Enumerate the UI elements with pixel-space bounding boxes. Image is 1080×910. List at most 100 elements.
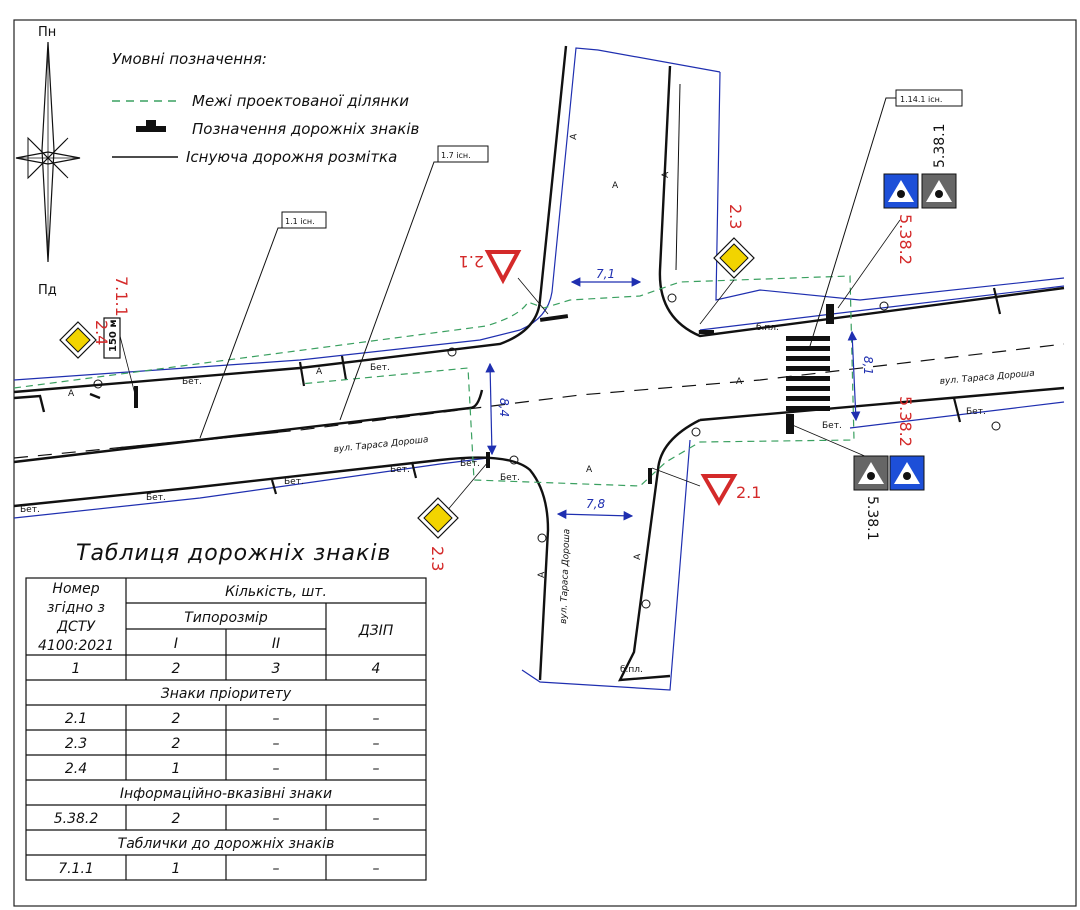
svg-text:1: 1 bbox=[172, 861, 181, 877]
sign-5-38-2-se-icon bbox=[853, 455, 925, 491]
north-arrow: Пн Пд bbox=[15, 25, 81, 298]
surface-labels: Бет. Бет. Бет. Бет. Бет. Бет. Бет. Бет. … bbox=[20, 132, 986, 675]
svg-text:–: – bbox=[373, 736, 380, 752]
road-edges bbox=[13, 45, 1065, 682]
callout-1-7: 1.7 існ. bbox=[339, 145, 489, 421]
svg-text:–: – bbox=[373, 711, 380, 727]
street-name-east: вул. Тараса Дороша bbox=[939, 369, 1035, 387]
plate-distance-text: 150 м bbox=[108, 319, 119, 352]
table-row: 2.3 2 – – bbox=[65, 736, 380, 752]
sign-2-3-icon bbox=[713, 237, 755, 279]
svg-text:А: А bbox=[661, 171, 671, 178]
header-quantity: Кількість, шт. bbox=[225, 584, 327, 600]
svg-text:1.1 існ.: 1.1 існ. bbox=[285, 217, 315, 226]
header-number-1: Номер bbox=[52, 581, 99, 597]
legend-boundary-label: Межі проектованої ділянки bbox=[192, 92, 409, 110]
svg-text:А: А bbox=[68, 389, 75, 399]
sign-label-7-1-1: 7.1.1 bbox=[112, 276, 131, 317]
sign-label-5-38-2-se: 5.38.2 bbox=[896, 396, 915, 447]
svg-text:–: – bbox=[273, 811, 280, 827]
svg-text:А: А bbox=[586, 465, 593, 475]
sign-2-1-se-icon bbox=[700, 474, 738, 507]
header-size: Типорозмір bbox=[184, 610, 268, 626]
header-dzip: ДЗІП bbox=[358, 623, 394, 639]
table-row: 7.1.1 1 – – bbox=[58, 861, 379, 877]
compass-south-label: Пд bbox=[38, 283, 57, 298]
svg-text:1.14.1 існ.: 1.14.1 існ. bbox=[900, 95, 942, 104]
svg-text:2: 2 bbox=[172, 811, 181, 827]
callout-1-14-1: 1.14.1 існ. bbox=[809, 89, 963, 347]
sign-posts bbox=[134, 304, 834, 484]
svg-text:2.3: 2.3 bbox=[65, 736, 87, 752]
svg-text:Бет.: Бет. bbox=[284, 477, 304, 487]
pole-markers bbox=[93, 293, 1001, 609]
svg-text:А: А bbox=[612, 181, 619, 191]
dimension-south: 7,8 bbox=[586, 497, 605, 511]
plate-7-1-1-icon: 150 м bbox=[103, 317, 121, 359]
index-4: 4 bbox=[372, 661, 381, 677]
sign-label-2-3-north: 2.3 bbox=[726, 204, 745, 229]
svg-text:1: 1 bbox=[172, 761, 181, 777]
callout-1-1: 1.1 існ. bbox=[199, 211, 327, 439]
sign-label-5-38-1-ne: 5.38.1 bbox=[932, 123, 948, 168]
sign-label-5-38-2-ne: 5.38.2 bbox=[896, 214, 915, 265]
header-number-4: 4100:2021 bbox=[38, 638, 114, 654]
sign-2-3-sw-icon bbox=[417, 497, 459, 539]
svg-text:–: – bbox=[273, 861, 280, 877]
legend-title: Умовні позначення: bbox=[112, 50, 267, 68]
svg-text:Бет.: Бет. bbox=[370, 363, 390, 373]
header-size-1: I bbox=[174, 636, 178, 652]
svg-text:б.пл.: б.пл. bbox=[620, 665, 643, 675]
svg-text:2.4: 2.4 bbox=[65, 761, 87, 777]
drawing-frame bbox=[13, 19, 1077, 907]
dimension-west: 8,4 bbox=[497, 398, 511, 417]
curb-lines bbox=[13, 47, 1065, 691]
legend-signs-label: Позначення дорожніх знаків bbox=[192, 120, 420, 138]
group-info: Інформаційно-вказівні знаки bbox=[120, 786, 332, 802]
dimension-east: 8,1 bbox=[861, 356, 875, 375]
index-3: 3 bbox=[272, 661, 281, 677]
svg-text:Бет.: Бет. bbox=[182, 377, 202, 387]
svg-text:5.38.2: 5.38.2 bbox=[54, 811, 99, 827]
svg-text:–: – bbox=[273, 711, 280, 727]
svg-text:А: А bbox=[633, 553, 643, 560]
svg-text:Бет.: Бет. bbox=[390, 465, 410, 475]
svg-text:2: 2 bbox=[172, 736, 181, 752]
header-number-2: згідно з bbox=[47, 600, 105, 616]
table-row: 5.38.2 2 – – bbox=[54, 811, 380, 827]
sidewalk-segments bbox=[270, 287, 1002, 495]
svg-text:Бет.: Бет. bbox=[20, 505, 40, 515]
header-number-3: ДСТУ bbox=[56, 619, 96, 635]
svg-text:б.пл.: б.пл. bbox=[756, 323, 779, 333]
svg-text:7.1.1: 7.1.1 bbox=[58, 861, 94, 877]
index-1: 1 bbox=[72, 661, 81, 677]
svg-text:А: А bbox=[569, 132, 580, 140]
legend-marking-label: Існуюча дорожня розмітка bbox=[186, 148, 397, 166]
svg-text:–: – bbox=[373, 811, 380, 827]
sign-label-2-1-nw: 2.1 bbox=[459, 252, 484, 271]
index-2: 2 bbox=[172, 661, 181, 677]
street-name-center: вул. Тараса Дороша bbox=[333, 435, 429, 455]
svg-text:–: – bbox=[273, 761, 280, 777]
table-row: 2.1 2 – – bbox=[65, 711, 380, 727]
sign-label-2-3-sw: 2.3 bbox=[428, 546, 447, 571]
road-sign-symbol-icon bbox=[136, 120, 166, 132]
sign-2-4-icon bbox=[59, 321, 97, 359]
svg-text:Бет.: Бет. bbox=[500, 473, 520, 483]
svg-text:–: – bbox=[373, 861, 380, 877]
svg-text:2: 2 bbox=[172, 711, 181, 727]
dimension-north: 7,1 bbox=[596, 267, 615, 281]
dimension-lines bbox=[485, 277, 861, 521]
sign-2-1-icon bbox=[484, 250, 522, 285]
project-boundary bbox=[13, 275, 855, 487]
svg-text:2.1: 2.1 bbox=[65, 711, 87, 727]
svg-text:–: – bbox=[273, 736, 280, 752]
svg-text:–: – bbox=[373, 761, 380, 777]
group-plates: Таблички до дорожніх знаків bbox=[118, 836, 335, 852]
svg-text:Бет.: Бет. bbox=[460, 459, 480, 469]
sign-5-38-2-icon bbox=[883, 173, 957, 209]
svg-text:1.7 існ.: 1.7 існ. bbox=[441, 151, 471, 160]
header-size-2: II bbox=[272, 636, 280, 652]
street-name-south: вул. Тараса Дороша bbox=[559, 529, 572, 624]
